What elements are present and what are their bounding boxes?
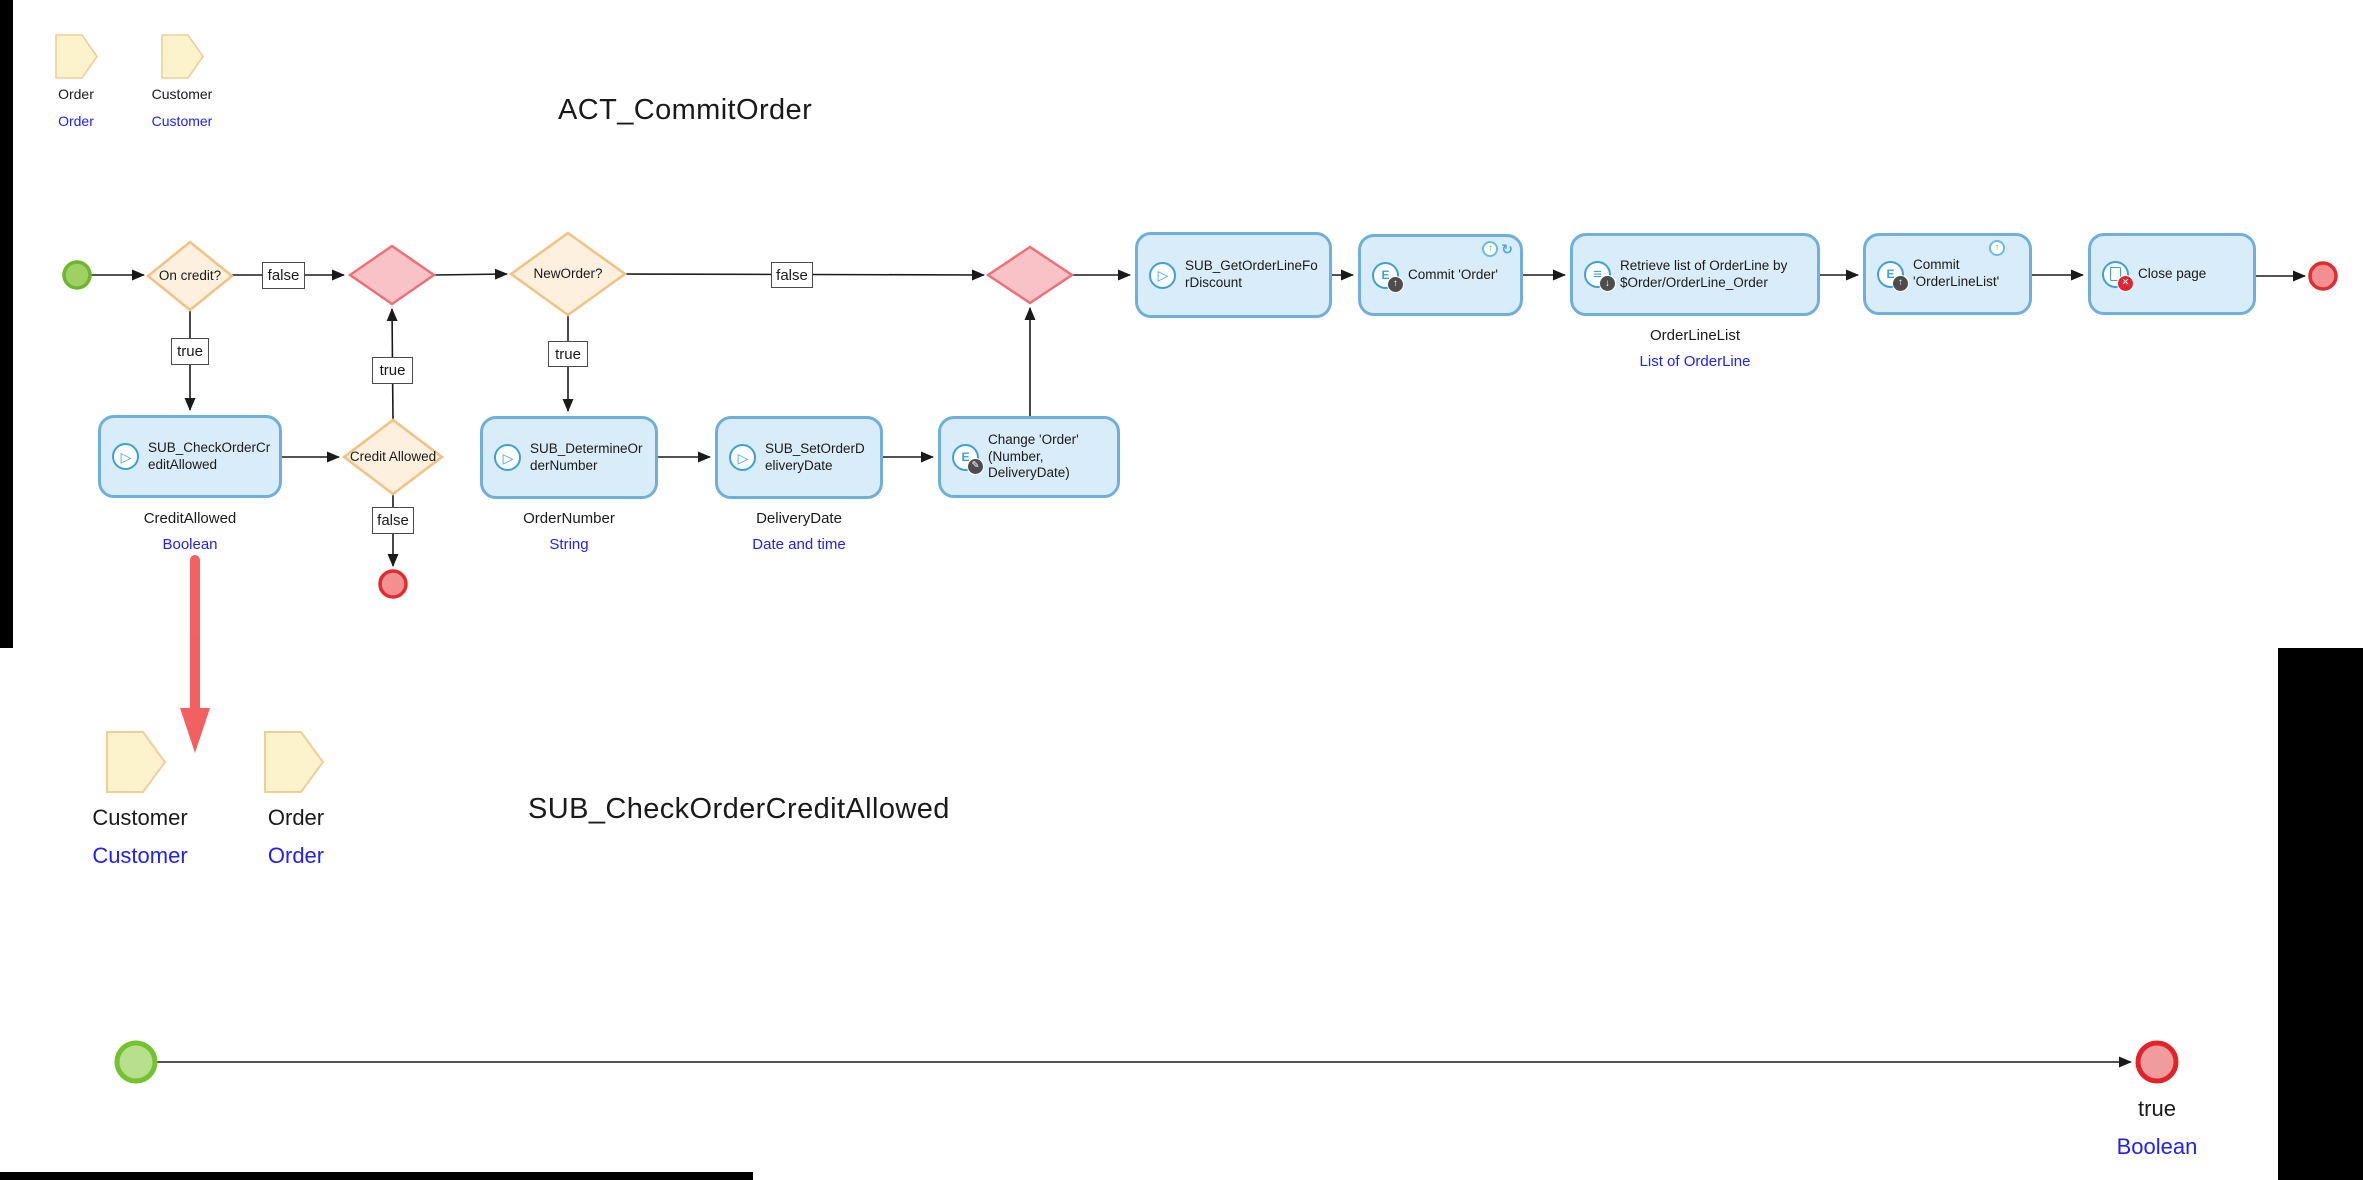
decision-label-on-credit: On credit? [158, 267, 222, 283]
merge-diamond-2[interactable] [985, 245, 1075, 305]
activity-commit-order[interactable]: E ↑ Commit 'Order' ↑ ↻ [1358, 234, 1523, 316]
microflow-call-icon: ▷ [1149, 261, 1176, 289]
edge-label-new-order-false[interactable]: false [771, 262, 813, 288]
activity-commit-orderlinelist[interactable]: E ↑ Commit 'OrderLineList' ↑ [1863, 233, 2032, 315]
caption-order-number-var: OrderNumber String [523, 510, 615, 553]
end-event-bottom[interactable] [2135, 1040, 2179, 1084]
activity-sub-get-orderline-for-discount[interactable]: ▷ SUB_GetOrderLineForDiscount [1135, 232, 1332, 318]
decision-label-new-order: NewOrder? [533, 265, 603, 281]
decision-credit-allowed[interactable] [341, 418, 445, 496]
caption-delivery-date-var: DeliveryDate Date and time [752, 510, 846, 553]
caption-credit-allowed-var: CreditAllowed Boolean [143, 510, 237, 553]
activity-sub-determine-order-number[interactable]: ▷ SUB_DetermineOrderNumber [480, 416, 658, 499]
parameter-order-top[interactable] [55, 34, 98, 79]
activity-flags: ↑ [1989, 240, 2005, 256]
commit-flag-icon: ↑ [1989, 240, 2005, 256]
retrieve-badge-icon: ↓ [1599, 275, 1616, 292]
parameter-customer-bottom[interactable] [106, 731, 167, 793]
close-badge-icon: ✕ [2117, 274, 2134, 292]
activity-label: SUB_SetOrderDeliveryDate [765, 440, 865, 473]
activity-label: Commit 'Order' [1408, 266, 1498, 282]
retrieve-list-icon: ≡ ↓ [1584, 261, 1616, 292]
end-event-top[interactable] [2308, 261, 2338, 291]
microflow-call-icon: ▷ [729, 444, 756, 471]
letterbox-bottom [0, 1172, 753, 1180]
letterbox-left [0, 0, 13, 648]
parameter-order-bottom[interactable] [264, 731, 325, 793]
activity-retrieve-orderlines[interactable]: ≡ ↓ Retrieve list of OrderLine by $Order… [1570, 233, 1820, 316]
annotation-arrow [180, 555, 210, 753]
commit-badge-icon: ↑ [1387, 275, 1404, 293]
decision-label-credit-allowed: Credit Allowed [349, 448, 437, 464]
microflow-call-icon: ▷ [112, 443, 139, 470]
entity-icon: E ✎ [952, 443, 984, 475]
edge-label-on-credit-false[interactable]: false [262, 262, 305, 289]
commit-flag-icon: ↑ [1482, 241, 1499, 257]
caption-bottom-return: true Boolean [2116, 1096, 2198, 1159]
activity-close-page[interactable]: ✕ Close page [2088, 233, 2256, 315]
entity-icon: E ↑ [1372, 261, 1404, 293]
merge-diamond-1[interactable] [347, 244, 437, 306]
diagram-title-bottom: SUB_CheckOrderCreditAllowed [528, 793, 950, 825]
activity-label: Close page [2138, 265, 2207, 281]
parameter-caption-order-bottom: Order Order [267, 805, 325, 868]
activity-change-order[interactable]: E ✎ Change 'Order' (Number, DeliveryDate… [938, 416, 1120, 498]
edge-label-on-credit-true[interactable]: true [171, 338, 209, 365]
parameter-caption-customer-bottom: Customer Customer [92, 805, 188, 868]
edge-label-credit-true[interactable]: true [372, 357, 413, 384]
activity-label: Change 'Order' (Number, DeliveryDate) [988, 431, 1079, 481]
edge-label-credit-false[interactable]: false [372, 507, 414, 534]
start-event-bottom[interactable] [114, 1040, 158, 1084]
activity-label: SUB_GetOrderLineForDiscount [1185, 258, 1318, 290]
activity-flags: ↑ ↻ [1482, 241, 1513, 257]
refresh-in-client-icon: ↻ [1501, 241, 1513, 257]
activity-label: SUB_DetermineOrderNumber [530, 440, 643, 473]
end-event-credit-false[interactable] [378, 569, 408, 599]
activity-label: Retrieve list of OrderLine by $Order/Ord… [1620, 257, 1788, 290]
diagram-title-top: ACT_CommitOrder [558, 94, 813, 126]
activity-label: Commit 'OrderLineList' [1913, 257, 2000, 289]
parameter-caption-order-top: Order Order [58, 86, 94, 129]
parameter-customer-top[interactable] [161, 34, 204, 79]
caption-orderlinelist-var: OrderLineList List of OrderLine [1639, 327, 1751, 370]
microflow-call-icon: ▷ [494, 444, 521, 471]
letterbox-right [2278, 648, 2363, 1180]
decision-new-order[interactable] [508, 231, 628, 317]
change-badge-icon: ✎ [967, 457, 984, 475]
entity-icon: E ↑ [1877, 260, 1909, 292]
edge-label-new-order-true[interactable]: true [548, 341, 588, 367]
activity-label: SUB_CheckOrderCreditAllowed [148, 439, 271, 472]
activity-sub-set-order-delivery-date[interactable]: ▷ SUB_SetOrderDeliveryDate [715, 416, 883, 499]
decision-on-credit[interactable] [146, 240, 234, 312]
activity-sub-check-order-credit-allowed[interactable]: ▷ SUB_CheckOrderCreditAllowed [98, 415, 282, 498]
page-icon: ✕ [2102, 260, 2134, 292]
edge-merge1-to-neworder[interactable] [433, 268, 508, 280]
parameter-caption-customer-top: Customer Customer [151, 86, 213, 129]
commit-badge-icon: ↑ [1892, 274, 1909, 292]
start-event-top[interactable] [62, 260, 92, 290]
